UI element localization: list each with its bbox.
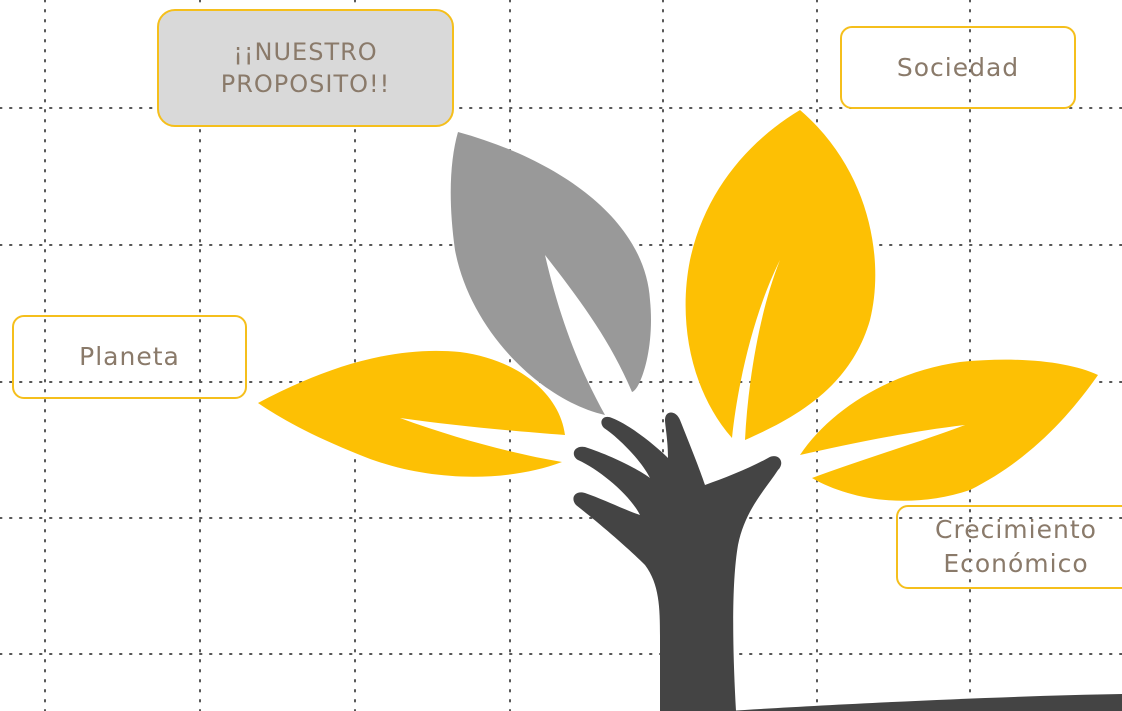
- crecimiento-line-2: Económico: [943, 549, 1089, 578]
- crecimiento-label-box: Crecimiento Económico: [896, 505, 1122, 589]
- planeta-label-box: Planeta: [12, 315, 247, 399]
- hand-tree-icon: [573, 412, 782, 711]
- title-line-2: PROPOSITO!!: [220, 70, 391, 98]
- ground-line: [728, 694, 1122, 711]
- leaf-right-icon: [800, 359, 1098, 501]
- planeta-label: Planeta: [79, 342, 180, 372]
- sociedad-label-box: Sociedad: [840, 26, 1076, 109]
- sociedad-label: Sociedad: [896, 52, 1020, 82]
- crecimiento-line-1: Crecimiento: [935, 515, 1097, 545]
- leaf-gray-icon: [450, 132, 651, 415]
- title-box: ¡¡NUESTRO PROPOSITO!!: [157, 9, 454, 127]
- title-line-1: ¡¡NUESTRO: [233, 37, 378, 66]
- leaf-left-icon: [258, 350, 565, 477]
- leaf-top-right-icon: [685, 110, 876, 440]
